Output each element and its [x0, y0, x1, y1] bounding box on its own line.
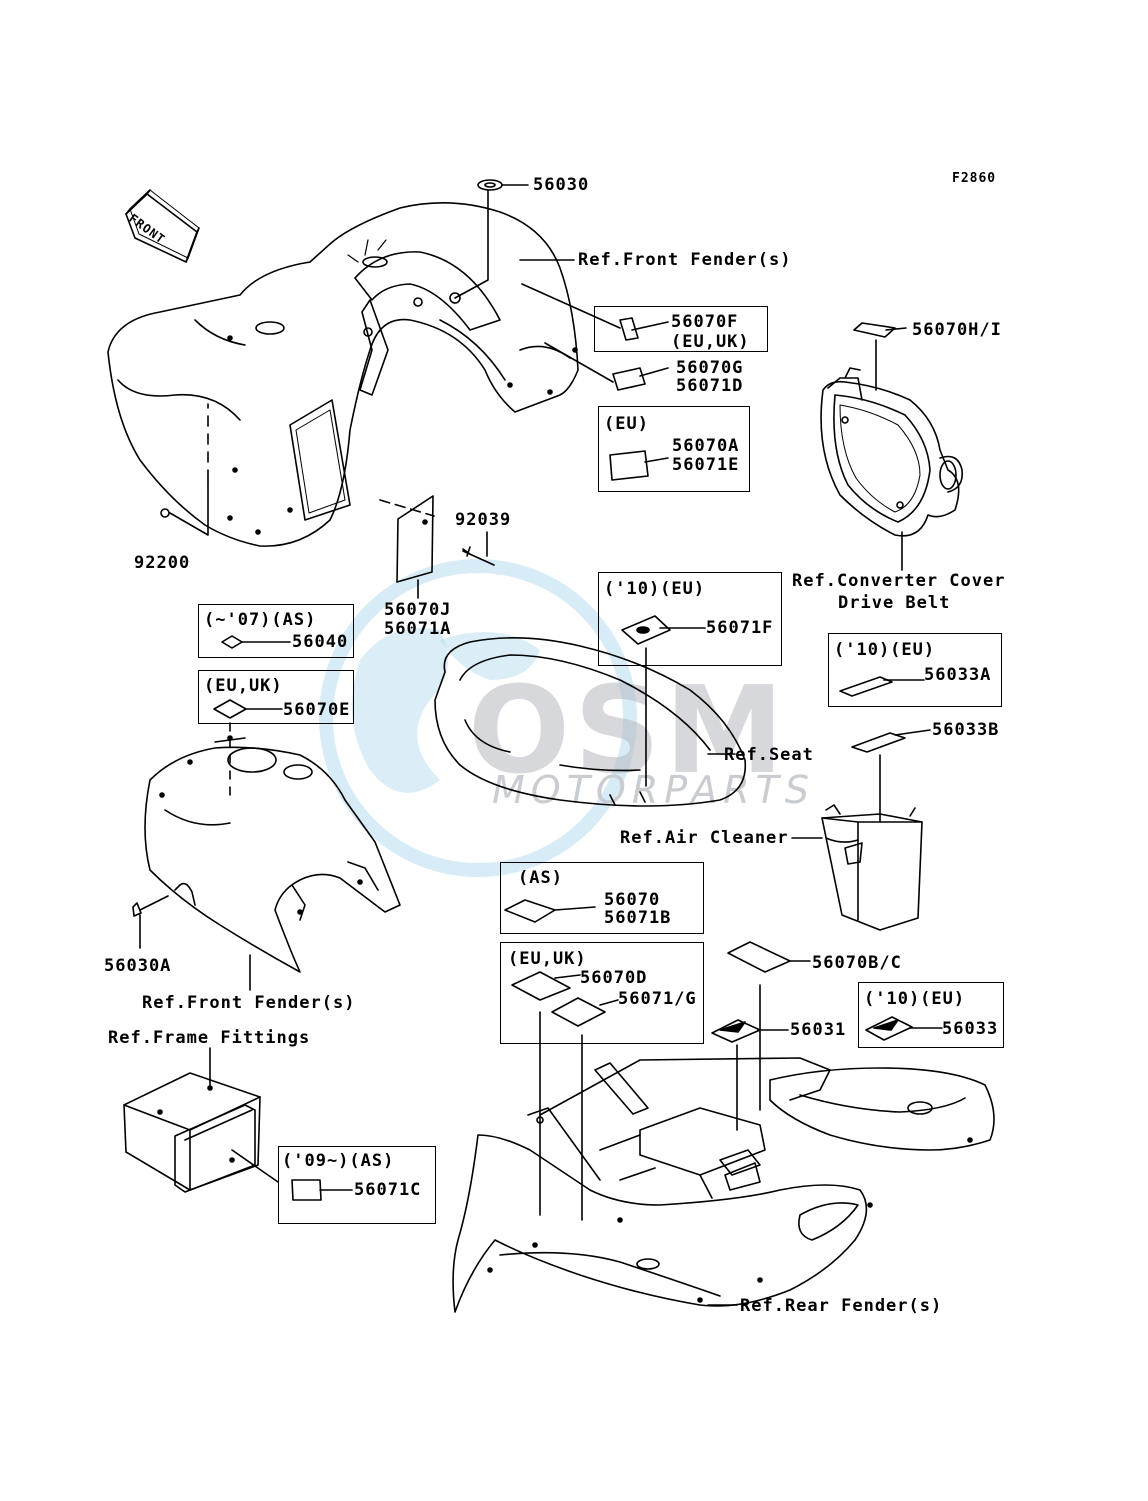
part-56030[interactable]: 56030 [533, 175, 590, 195]
variant-10-eu-bottom: ('10)(EU) [864, 989, 966, 1009]
ref-front-fender-bottom[interactable]: Ref.Front Fender(s) [142, 993, 356, 1013]
variant-box-10-eu-bottom [858, 982, 1004, 1048]
variant-box-eu-uk-top [594, 306, 768, 352]
ref-rear-fender[interactable]: Ref.Rear Fender(s) [740, 1296, 943, 1316]
part-56071A[interactable]: 56071A [384, 619, 452, 639]
part-56070E[interactable]: 56070E [283, 700, 351, 720]
figure-code: F2860 [952, 171, 997, 186]
variant-eu: (EU) [604, 414, 649, 434]
variant-10-eu-right: ('10)(EU) [834, 640, 936, 660]
variant-box-as-07 [198, 604, 354, 658]
converter-cover [820, 367, 964, 537]
variant-09-as: ('09~)(AS) [282, 1151, 395, 1171]
part-56071F[interactable]: 56071F [706, 618, 774, 638]
watermark-tagline: MOTORPARTS [492, 768, 815, 812]
part-56071G[interactable]: 56071/G [618, 989, 697, 1009]
front-fender-bottom [144, 735, 401, 973]
variant-eu-uk-bottom: (EU,UK) [508, 949, 587, 969]
part-56030A[interactable]: 56030A [104, 956, 172, 976]
variant-box-09-as [278, 1146, 436, 1224]
part-56070D[interactable]: 56070D [580, 968, 648, 988]
variant-box-eu-uk-bottom [500, 942, 704, 1044]
front-arrow-icon [125, 189, 200, 263]
ref-frame-fittings[interactable]: Ref.Frame Fittings [108, 1028, 311, 1048]
variant-box-eu [598, 406, 750, 492]
front-fender-top [107, 202, 579, 547]
part-56031[interactable]: 56031 [790, 1020, 847, 1040]
part-92200[interactable]: 92200 [134, 553, 191, 573]
variant-10-eu-seat: ('10)(EU) [604, 579, 706, 599]
part-56071E[interactable]: 56071E [672, 455, 740, 475]
frame-fittings [123, 1072, 261, 1193]
ref-converter-cover[interactable]: Ref.Converter Cover [792, 571, 1006, 591]
seat [434, 637, 747, 807]
grommet-56030 [477, 179, 503, 191]
ref-air-cleaner[interactable]: Ref.Air Cleaner [620, 828, 789, 848]
variant-box-as [500, 862, 704, 934]
part-92039[interactable]: 92039 [455, 510, 512, 530]
ref-drive-belt[interactable]: Drive Belt [838, 593, 951, 613]
variant-box-10-eu-seat [598, 572, 782, 666]
part-56070A[interactable]: 56070A [672, 436, 740, 456]
rear-fender [452, 1057, 995, 1313]
part-56070HI[interactable]: 56070H/I [912, 320, 1002, 340]
part-56070[interactable]: 56070 [604, 890, 661, 910]
part-56033A[interactable]: 56033A [924, 665, 992, 685]
variant-eu-uk-top: (EU,UK) [671, 332, 750, 352]
variant-box-10-eu-right [828, 633, 1002, 707]
part-56070G[interactable]: 56070G [676, 358, 744, 378]
variant-as-07: (~'07)(AS) [204, 610, 317, 630]
part-56070F[interactable]: 56070F [671, 312, 739, 332]
part-56071B[interactable]: 56071B [604, 908, 672, 928]
part-56070J[interactable]: 56070J [384, 600, 452, 620]
variant-eu-uk-left: (EU,UK) [204, 676, 283, 696]
sticker-56070HI [853, 322, 896, 338]
part-56033[interactable]: 56033 [942, 1019, 999, 1039]
variant-as: (AS) [518, 868, 563, 888]
part-56033B[interactable]: 56033B [932, 720, 1000, 740]
air-cleaner [821, 804, 923, 931]
part-56071D[interactable]: 56071D [676, 376, 744, 396]
part-56070BC[interactable]: 56070B/C [812, 953, 902, 973]
part-56040[interactable]: 56040 [292, 632, 349, 652]
ref-seat[interactable]: Ref.Seat [724, 745, 814, 765]
ref-front-fender-top[interactable]: Ref.Front Fender(s) [578, 250, 792, 270]
part-56071C[interactable]: 56071C [354, 1180, 422, 1200]
variant-box-eu-uk-left [198, 670, 354, 724]
